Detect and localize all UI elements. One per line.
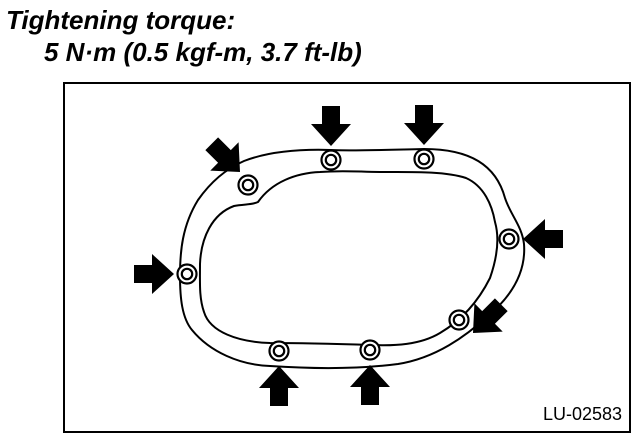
gasket-inner-edge: [198, 170, 499, 347]
bolt-8: [237, 174, 259, 196]
bolt-5: [359, 339, 381, 361]
bolt-4: [448, 309, 470, 331]
bolt-1: [320, 149, 342, 171]
torque-title: Tightening torque:: [6, 5, 236, 35]
bolt-arrow-icon-6: [259, 366, 299, 406]
bolt-arrow-icon-1: [311, 106, 351, 146]
bolt-arrow-icon-5: [350, 365, 390, 405]
figure-frame: [63, 82, 631, 433]
bolt-arrow-icon-3: [523, 219, 563, 259]
bolt-3: [498, 228, 520, 250]
bolt-6: [268, 340, 290, 362]
bolt-2: [413, 148, 435, 170]
torque-value: 5 N·m (0.5 kgf-m, 3.7 ft-lb): [44, 37, 362, 67]
figure-code: LU-02583: [542, 404, 622, 424]
bolt-7: [176, 263, 198, 285]
torque-caption: Tightening torque: 5 N·m (0.5 kgf-m, 3.7…: [6, 4, 362, 68]
bolt-arrow-icon-2: [404, 105, 444, 145]
bolt-arrow-icon-7: [134, 254, 174, 294]
